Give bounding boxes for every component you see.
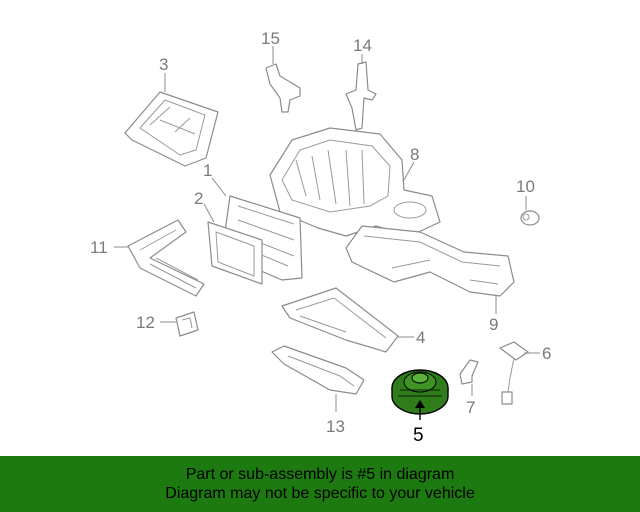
callout-2: 2 (194, 189, 203, 208)
callout-14: 14 (353, 36, 372, 55)
callout-4: 4 (416, 328, 425, 347)
info-banner: Part or sub-assembly is #5 in diagram Di… (0, 456, 640, 512)
callout-11: 11 (90, 238, 108, 257)
parts-diagram: 3 15 14 8 10 9 1 (90, 29, 551, 446)
part-2-panel (203, 203, 263, 285)
part-12-clip (160, 311, 199, 337)
callout-10: 10 (516, 177, 535, 196)
part-10-fitting (520, 196, 540, 226)
callout-7: 7 (466, 398, 475, 417)
part-4-duct-tray (281, 287, 414, 353)
part-13-air-guide (271, 345, 365, 412)
callout-1: 1 (203, 161, 212, 180)
part-14-bracket (345, 54, 377, 131)
part-6-resistor (499, 341, 540, 405)
part-7-hose (459, 359, 479, 396)
part-3-control-head (124, 73, 219, 167)
callout-13: 13 (326, 417, 345, 436)
part-9-duct (345, 225, 515, 314)
part-5-blower-motor (391, 369, 449, 420)
banner-line-2: Diagram may not be specific to your vehi… (165, 485, 475, 502)
part-15-bracket (265, 46, 301, 113)
callout-12: 12 (136, 313, 155, 332)
callout-5: 5 (413, 425, 424, 446)
part-8-hvac-housing (269, 127, 441, 237)
callout-3: 3 (159, 55, 168, 74)
callout-15: 15 (261, 29, 280, 48)
callout-8: 8 (410, 145, 419, 164)
callout-6: 6 (542, 344, 551, 363)
callout-9: 9 (489, 315, 498, 334)
part-11-heater-core (114, 219, 205, 297)
banner-line-1: Part or sub-assembly is #5 in diagram (185, 466, 455, 483)
